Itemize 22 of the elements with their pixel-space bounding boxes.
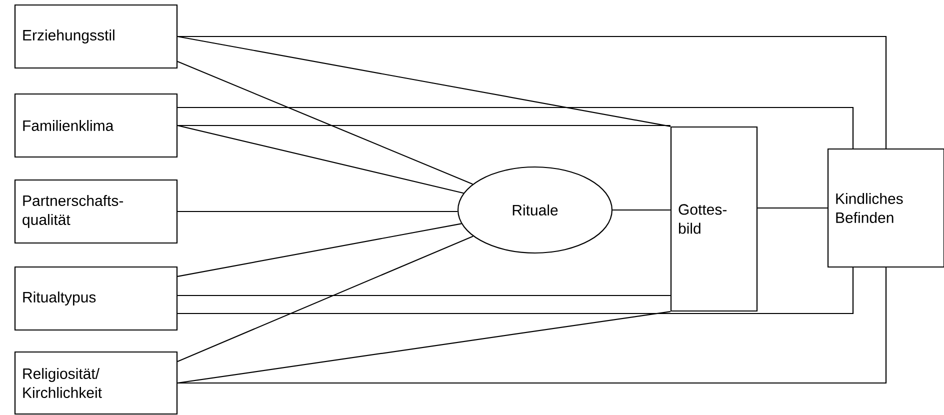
variable-box: Religiosität/ Kirchlichkeit (14, 351, 178, 415)
connector-line (177, 61, 473, 185)
connector-line (177, 124, 464, 194)
variable-box: Ritualtypus (14, 266, 178, 331)
connector-line (758, 207, 828, 209)
connector-line (178, 106, 854, 148)
variable-box: Erziehungsstil (14, 4, 178, 69)
connector-line (177, 223, 462, 277)
connector-line (177, 36, 671, 127)
variable-box: Kindliches Befinden (827, 148, 944, 268)
connector-line (178, 36, 887, 148)
connector-line (177, 236, 474, 362)
variable-box: Partnerschafts- qualität (14, 179, 178, 244)
connector-line (178, 124, 670, 126)
connector-line (178, 268, 854, 314)
connector-line (612, 209, 670, 211)
connector-line (177, 311, 671, 384)
variable-box: Gottes- bild (670, 126, 758, 312)
variable-box: Familienklima (14, 93, 178, 158)
connector-line (178, 268, 887, 384)
connector-line (178, 294, 670, 296)
connector-line (178, 210, 458, 212)
